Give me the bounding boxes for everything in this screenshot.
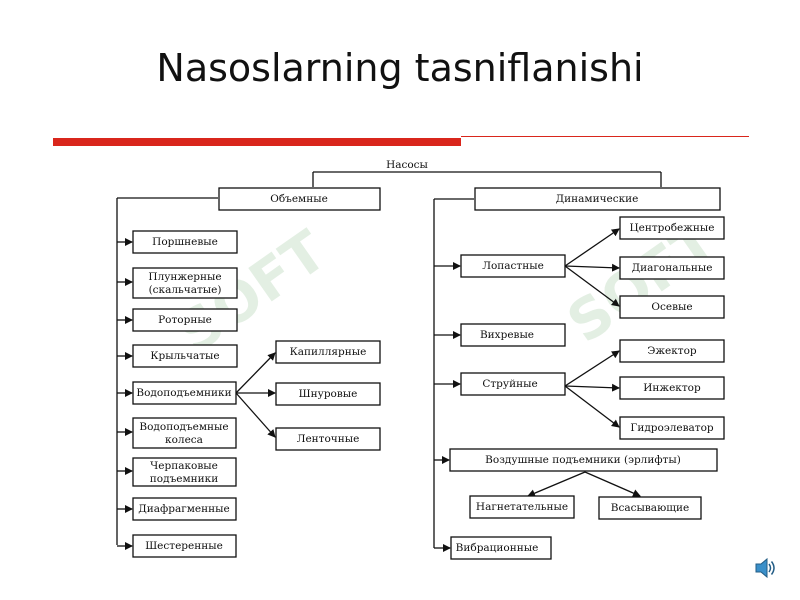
dynamic-group: Динамические Лопастные Вихревые Струйные… xyxy=(449,187,725,560)
dynamic-label: Динамические xyxy=(556,193,639,205)
rotary-label: Роторные xyxy=(158,314,212,326)
water-wheel-box xyxy=(132,417,237,449)
wing-box xyxy=(132,344,238,368)
bucket-lift-sublabel: подъемники xyxy=(150,473,218,485)
plunger-box xyxy=(132,267,238,299)
plunger-label: Плунжерные xyxy=(148,271,221,283)
pressure-box xyxy=(469,495,575,519)
volumetric-box xyxy=(218,187,381,211)
piston-label: Поршневые xyxy=(152,236,218,248)
volumetric-label: Объемные xyxy=(270,193,328,205)
volumetric-group: Объемные Поршневые Плунжерные (скальчаты… xyxy=(132,187,381,558)
injector-label: Инжектор xyxy=(643,382,701,394)
diaphragm-box xyxy=(132,497,237,521)
gear-pump-label: Шестеренные xyxy=(145,540,223,552)
centrifugal-box xyxy=(619,216,725,240)
suction-label: Всасывающие xyxy=(611,502,689,514)
vane-box xyxy=(460,254,566,278)
vibration-box xyxy=(450,536,552,560)
hydroelevator-box xyxy=(619,416,725,440)
title-underline-thin xyxy=(461,136,749,137)
diaphragm-label: Диафрагменные xyxy=(138,503,229,515)
jet-label: Струйные xyxy=(482,378,537,390)
capillary-box xyxy=(275,340,381,364)
centrifugal-label: Центробежные xyxy=(630,222,715,234)
vane-label: Лопастные xyxy=(482,260,544,272)
ejector-label: Эжектор xyxy=(647,345,697,357)
dynamic-box xyxy=(474,187,721,211)
bucket-lift-label: Черпаковые xyxy=(150,460,218,472)
slide-title: Nasoslarning tasniflanishi xyxy=(156,46,644,90)
pressure-label: Нагнетательные xyxy=(476,501,568,513)
piston-box xyxy=(132,230,238,254)
water-lift-box xyxy=(132,381,237,405)
diagonal-label: Диагональные xyxy=(632,262,713,274)
speaker-icon[interactable] xyxy=(754,556,776,580)
belt-box xyxy=(275,427,381,451)
connectors xyxy=(116,171,662,552)
wing-label: Крыльчатые xyxy=(150,350,219,362)
capillary-label: Капиллярные xyxy=(290,346,367,358)
axial-label: Осевые xyxy=(651,301,692,313)
ejector-box xyxy=(619,339,725,363)
suction-box xyxy=(598,496,702,520)
water-lift-label: Водоподъемники xyxy=(136,387,231,399)
vortex-label: Вихревые xyxy=(480,329,534,341)
airlift-label: Воздушные подъемники (эрлифты) xyxy=(485,454,681,466)
injector-box xyxy=(619,376,725,400)
hydroelevator-label: Гидроэлеватор xyxy=(630,422,714,434)
gear-pump-box xyxy=(132,534,237,558)
belt-label: Ленточные xyxy=(297,433,360,445)
axial-box xyxy=(619,295,725,319)
vibration-label: Вибрационные xyxy=(456,542,539,554)
vortex-box xyxy=(460,323,566,347)
cord-box xyxy=(275,382,381,406)
root-label: Насосы xyxy=(386,159,428,171)
cord-label: Шнуровые xyxy=(299,388,358,400)
jet-box xyxy=(460,372,566,396)
water-wheel-label: Водоподъемные xyxy=(139,421,228,433)
diagonal-box xyxy=(619,256,725,280)
plunger-sublabel: (скальчатые) xyxy=(149,284,222,296)
title-underline-thick xyxy=(53,138,461,146)
bucket-lift-box xyxy=(132,457,237,487)
water-wheel-sublabel: колеса xyxy=(165,434,203,446)
rotary-box xyxy=(132,308,238,332)
airlift-box xyxy=(449,448,718,472)
